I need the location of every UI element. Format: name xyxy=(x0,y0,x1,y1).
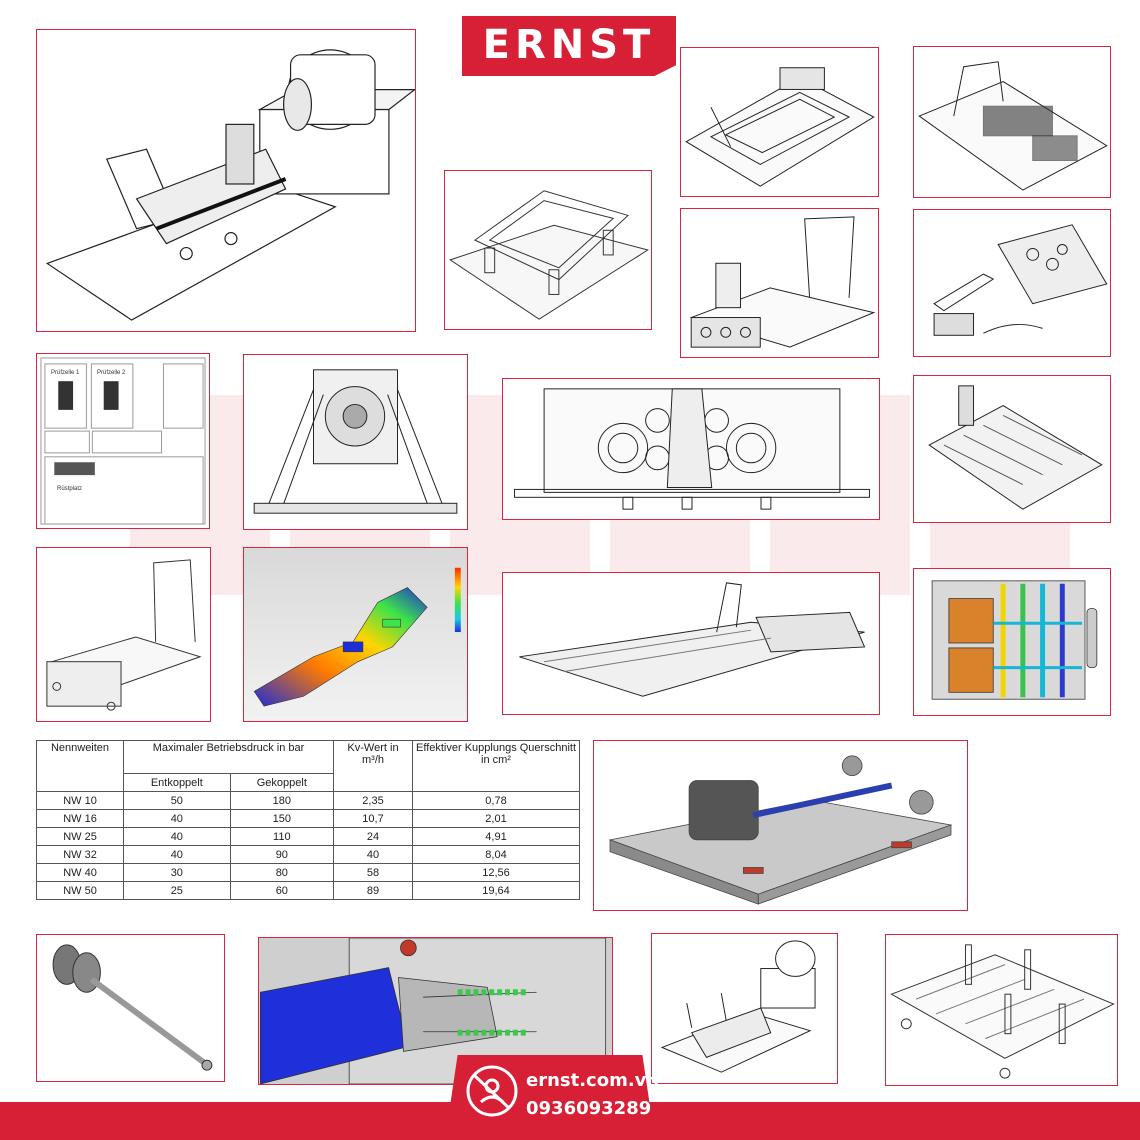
table-row: NW 32 40 90 40 8,04 xyxy=(36,845,580,864)
cell-coupled: 180 xyxy=(229,791,335,810)
image-fea-simulation xyxy=(243,547,468,722)
cell-kv: 89 xyxy=(333,881,413,900)
cell-nominal: NW 32 xyxy=(36,845,124,864)
table-row: NW 40 30 80 58 12,56 xyxy=(36,863,580,882)
image-hydraulic-plate-colored xyxy=(913,568,1111,716)
cell-decoupled: 30 xyxy=(123,863,231,882)
cell-cross-section: 2,01 xyxy=(412,809,580,828)
logo-background xyxy=(462,16,676,76)
cell-kv: 2,35 xyxy=(333,791,413,810)
cell-kv: 40 xyxy=(333,845,413,864)
table-row: NW 50 25 60 89 19,64 xyxy=(36,881,580,900)
table-row: NW 16 40 150 10,7 2,01 xyxy=(36,809,580,828)
contact-phone[interactable]: 0936093289 xyxy=(526,1098,652,1119)
phone-person-icon xyxy=(466,1065,518,1117)
cell-coupled: 150 xyxy=(229,809,335,828)
header-cross-section: Effektiver Kupplungs Querschnitt in cm² xyxy=(412,740,580,792)
contact-website[interactable]: ernst.com.vn xyxy=(526,1070,660,1091)
cell-nominal: NW 40 xyxy=(36,863,124,882)
cell-coupled: 80 xyxy=(229,863,335,882)
cell-decoupled: 25 xyxy=(123,881,231,900)
spec-table-container: Nennweiten Maximaler Betriebsdruck in ba… xyxy=(36,740,580,911)
image-drivetrain-pallet-render xyxy=(593,740,968,911)
image-coupling-front-view xyxy=(502,378,880,520)
image-pallet-frame-top xyxy=(680,47,879,197)
cell-decoupled: 50 xyxy=(123,791,231,810)
image-long-pallet xyxy=(502,572,880,715)
image-drive-shaft xyxy=(36,934,225,1082)
header-kv: Kv-Wert in m³/h xyxy=(333,740,413,792)
cell-kv: 58 xyxy=(333,863,413,882)
table-row: NW 10 50 180 2,35 0,78 xyxy=(36,791,580,810)
subheader-coupled: Gekoppelt xyxy=(229,773,335,792)
coupling-spec-table: Nennweiten Maximaler Betriebsdruck in ba… xyxy=(36,740,580,900)
image-test-bench-small xyxy=(651,933,838,1084)
logo-text: ERNST xyxy=(482,22,656,68)
image-frame-with-posts xyxy=(885,934,1118,1086)
label-setup-area: Rüstplatz xyxy=(57,486,83,492)
cell-nominal: NW 50 xyxy=(36,881,124,900)
cell-nominal: NW 25 xyxy=(36,827,124,846)
image-cart-with-handle xyxy=(680,208,879,358)
table-row: NW 25 40 110 24 4,91 xyxy=(36,827,580,846)
ernst-logo: ERNST xyxy=(462,16,676,76)
image-coupling-plate xyxy=(913,209,1111,357)
header-nominal: Nennweiten xyxy=(36,740,124,792)
header-pressure: Maximaler Betriebsdruck in bar xyxy=(123,740,334,774)
image-a-frame-stand xyxy=(243,354,468,530)
image-square-frame xyxy=(444,170,652,330)
cell-coupled: 110 xyxy=(229,827,335,846)
image-test-bench-motor xyxy=(36,29,416,332)
cell-cross-section: 4,91 xyxy=(412,827,580,846)
cell-nominal: NW 16 xyxy=(36,809,124,828)
cell-decoupled: 40 xyxy=(123,845,231,864)
image-small-cart xyxy=(36,547,211,722)
image-coupling-unit-exploded xyxy=(913,375,1111,523)
cell-cross-section: 19,64 xyxy=(412,881,580,900)
cell-cross-section: 8,04 xyxy=(412,845,580,864)
cell-kv: 24 xyxy=(333,827,413,846)
cell-nominal: NW 10 xyxy=(36,791,124,810)
label-test-cell-2: Prüfzelle 2 xyxy=(97,370,126,376)
cell-cross-section: 0,78 xyxy=(412,791,580,810)
cell-cross-section: 12,56 xyxy=(412,863,580,882)
image-layout-plan: Prüfzelle 1 Prüfzelle 2 Rüstplatz xyxy=(36,353,210,529)
cell-decoupled: 40 xyxy=(123,827,231,846)
cell-kv: 10,7 xyxy=(333,809,413,828)
cell-decoupled: 40 xyxy=(123,809,231,828)
image-pallet-handle-right xyxy=(913,46,1111,198)
label-test-cell-1: Prüfzelle 1 xyxy=(51,370,80,376)
subheader-decoupled: Entkoppelt xyxy=(123,773,231,792)
cell-coupled: 90 xyxy=(229,845,335,864)
cell-coupled: 60 xyxy=(229,881,335,900)
